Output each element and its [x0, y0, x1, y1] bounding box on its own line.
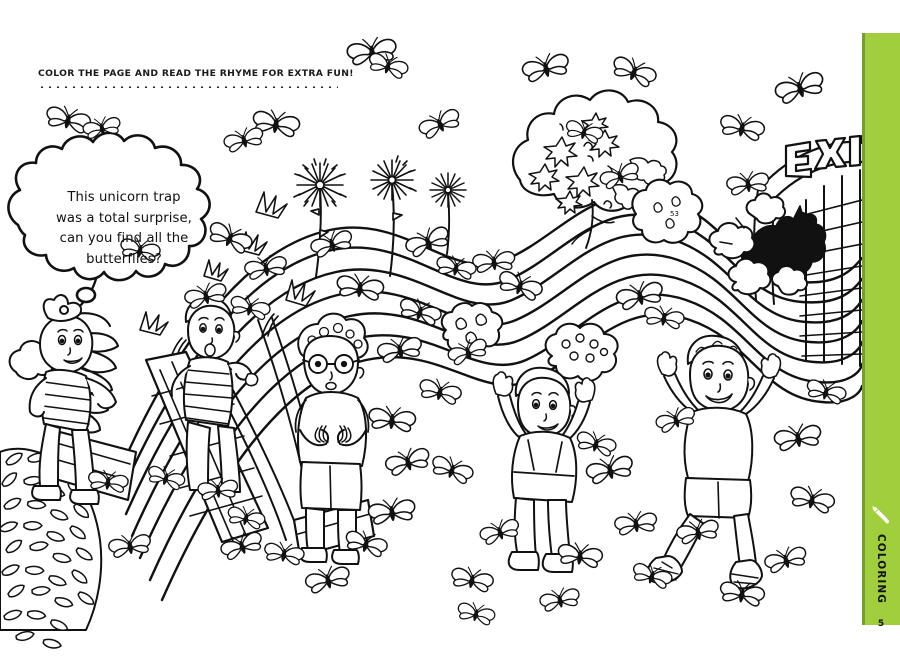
rhyme-line-3: can you find all the: [59, 231, 189, 246]
svg-text:53: 53: [670, 210, 679, 218]
rhyme-line-4: butterflies?: [86, 251, 162, 267]
section-tab-coloring[interactable]: COLORING 5: [862, 33, 900, 629]
pencil-icon: [871, 505, 891, 525]
page-number: 5: [877, 619, 885, 629]
instruction-banner: COLOR THE PAGE AND READ THE RHYME FOR EX…: [38, 68, 354, 88]
rhyme-line-1: This unicorn trap: [67, 190, 181, 205]
section-tab-label: COLORING: [875, 533, 887, 605]
instruction-text: COLOR THE PAGE AND READ THE RHYME FOR EX…: [38, 68, 354, 79]
rhyme-bubble-text: This unicorn trap was a total surprise, …: [26, 188, 222, 270]
dotted-divider: [38, 85, 338, 88]
rhyme-line-2: was a total surprise,: [56, 210, 192, 226]
